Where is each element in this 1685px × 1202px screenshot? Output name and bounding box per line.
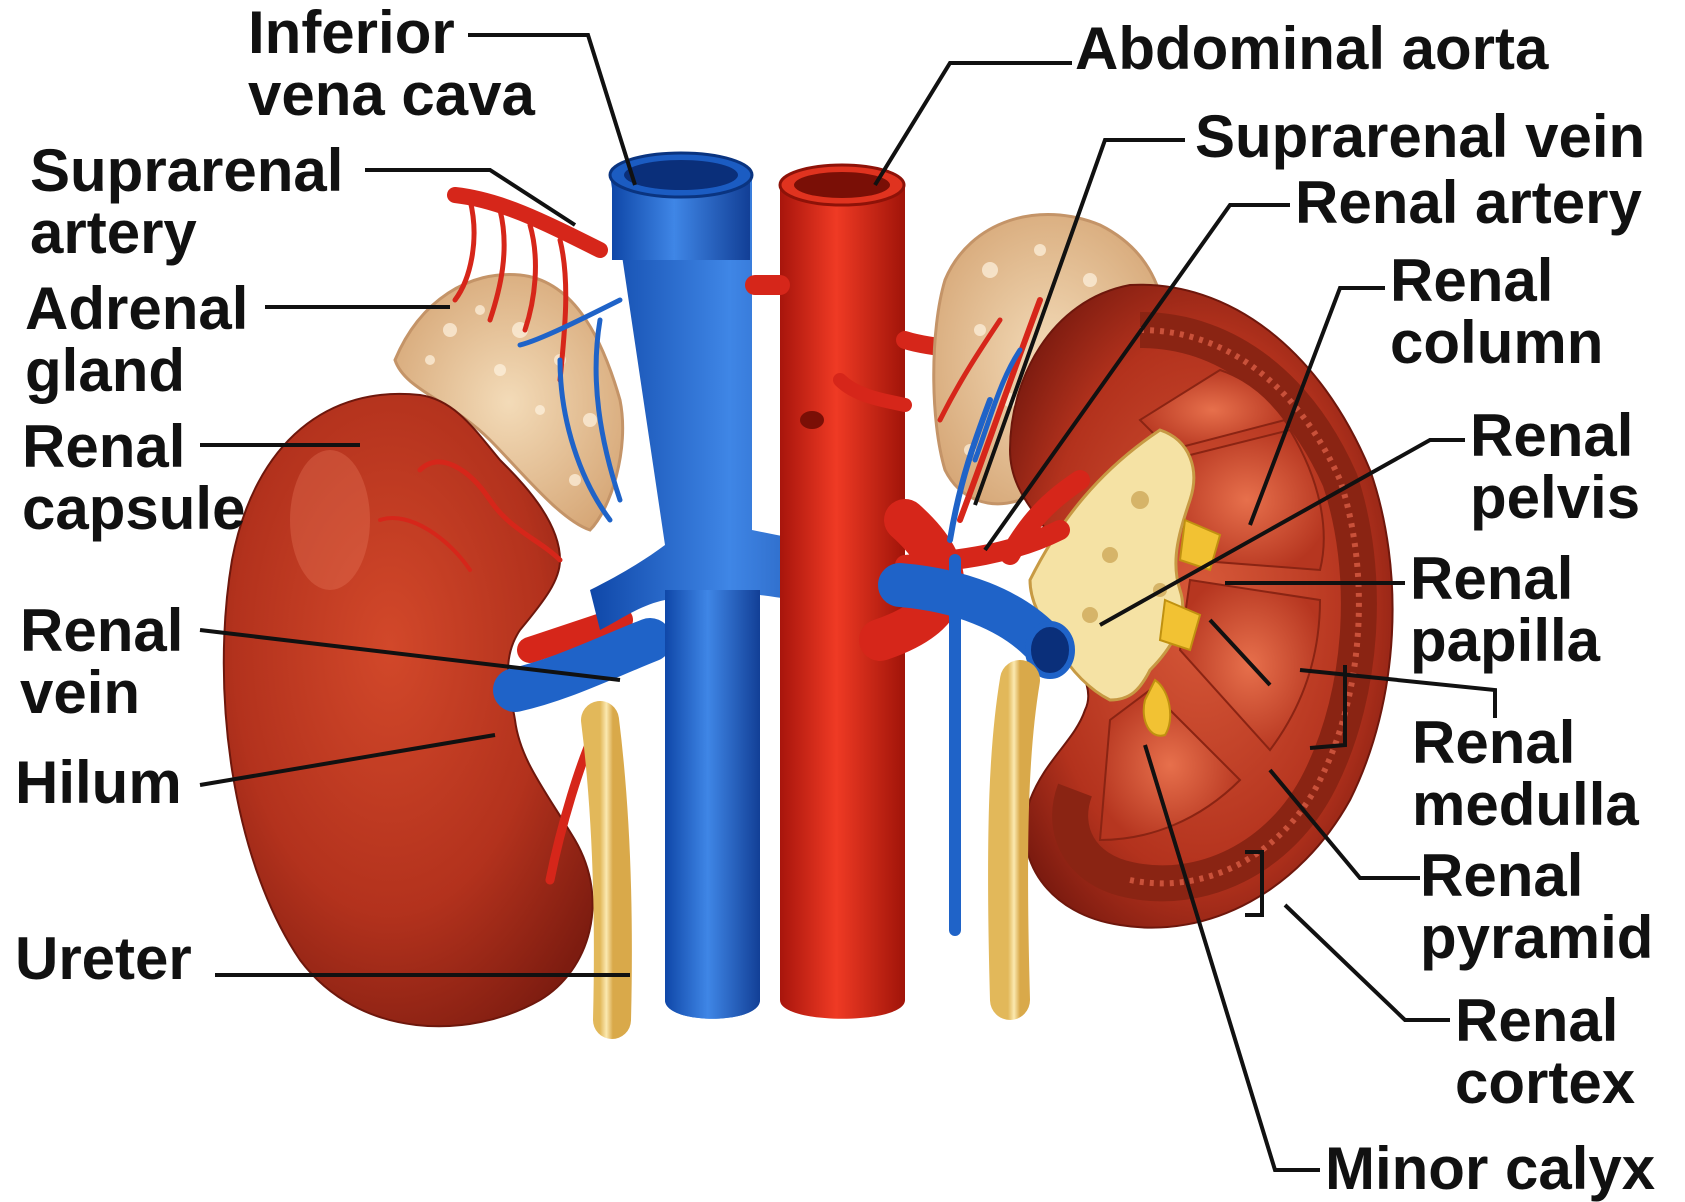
label-renal-capsule: Renal capsule	[22, 416, 245, 540]
label-line: cortex	[1455, 1052, 1635, 1114]
label-line: capsule	[22, 478, 245, 540]
label-line: Renal	[1412, 712, 1639, 774]
label-suprarenal-artery: Suprarenal artery	[30, 140, 343, 264]
label-renal-pyramid: Renal pyramid	[1420, 845, 1653, 969]
label-ureter: Ureter	[15, 928, 192, 990]
label-line: Renal	[22, 416, 245, 478]
label-line: Abdominal aorta	[1075, 18, 1548, 80]
label-renal-papilla: Renal papilla	[1410, 548, 1600, 672]
label-line: Minor calyx	[1325, 1138, 1655, 1200]
label-line: pelvis	[1470, 467, 1640, 529]
label-minor-calyx: Minor calyx	[1325, 1138, 1655, 1200]
label-line: vena cava	[248, 64, 535, 126]
label-line: Renal	[1470, 405, 1640, 467]
label-line: Renal artery	[1295, 172, 1642, 234]
label-line: Inferior	[248, 2, 535, 64]
label-line: pyramid	[1420, 907, 1653, 969]
label-line: Renal	[1410, 548, 1600, 610]
label-line: papilla	[1410, 610, 1600, 672]
label-line: artery	[30, 202, 343, 264]
label-line: vein	[20, 662, 183, 724]
label-renal-artery: Renal artery	[1295, 172, 1642, 234]
label-adrenal-gland: Adrenal gland	[25, 278, 248, 402]
label-line: Suprarenal	[30, 140, 343, 202]
label-line: Ureter	[15, 928, 192, 990]
label-renal-cortex: Renal cortex	[1455, 990, 1635, 1114]
label-line: Renal	[1390, 250, 1603, 312]
label-line: column	[1390, 312, 1603, 374]
label-inferior-vena-cava: Inferior vena cava	[248, 2, 535, 126]
label-renal-vein: Renal vein	[20, 600, 183, 724]
label-line: Renal	[1455, 990, 1635, 1052]
label-hilum: Hilum	[15, 752, 182, 814]
label-line: Hilum	[15, 752, 182, 814]
label-line: Renal	[1420, 845, 1653, 907]
label-line: Suprarenal vein	[1195, 106, 1645, 168]
label-line: gland	[25, 340, 248, 402]
label-renal-pelvis: Renal pelvis	[1470, 405, 1640, 529]
leader-abdominal-aorta	[875, 63, 1072, 185]
label-renal-medulla: Renal medulla	[1412, 712, 1639, 836]
label-renal-column: Renal column	[1390, 250, 1603, 374]
label-line: Adrenal	[25, 278, 248, 340]
label-line: medulla	[1412, 774, 1639, 836]
label-line: Renal	[20, 600, 183, 662]
ureter-right	[1008, 680, 1020, 1000]
label-suprarenal-vein: Suprarenal vein	[1195, 106, 1645, 168]
label-abdominal-aorta: Abdominal aorta	[1075, 18, 1548, 80]
